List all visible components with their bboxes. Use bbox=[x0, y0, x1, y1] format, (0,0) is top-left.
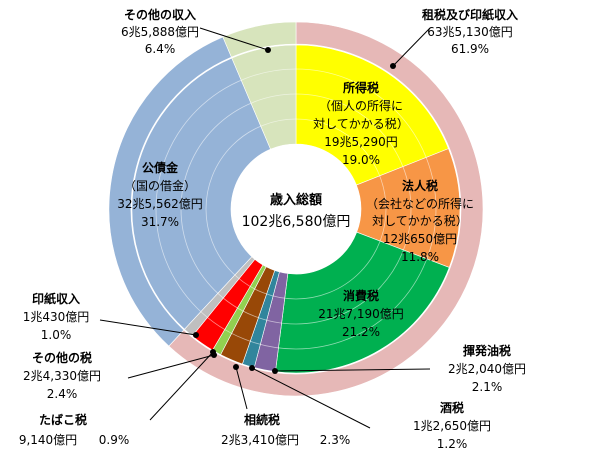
label-gasoline-tax-name: 揮発油税 bbox=[463, 343, 511, 358]
stamp-revenue-leader-dot bbox=[193, 332, 199, 338]
tax-revenue-leader-dot bbox=[390, 63, 396, 69]
grid-rings bbox=[155, 68, 437, 350]
tobacco-tax-leader bbox=[149, 351, 214, 421]
label-gasoline-tax-amount: 2兆2,040億円 bbox=[448, 362, 526, 376]
outer-label-tax-percent: 61.9% bbox=[451, 42, 489, 56]
label-stamp-revenue-percent: 1.0% bbox=[41, 328, 72, 342]
grid-ring-2 bbox=[205, 118, 387, 300]
outer-label-tax-amount: 63兆5,130億円 bbox=[427, 25, 513, 39]
outer-slice-2 bbox=[222, 21, 297, 58]
label-other-income-amount: 6兆5,888億円 bbox=[121, 25, 199, 39]
gasoline-tax-leader bbox=[274, 368, 431, 372]
inheritance-tax-leader bbox=[235, 366, 248, 410]
label-inheritance-tax-name: 相続税 bbox=[244, 412, 280, 427]
label-other-income-name: その他の収入 bbox=[124, 7, 196, 22]
liquor-tax-leader-dot bbox=[249, 365, 255, 371]
label-inheritance-tax-percent: 2.3% bbox=[320, 433, 351, 447]
label-income-tax-name: 所得税 bbox=[343, 80, 379, 95]
label-corporate-tax-amount: 12兆650億円 bbox=[383, 232, 457, 246]
stamp-revenue-leader bbox=[99, 319, 197, 336]
outer-label-tax-name: 租税及び印紙収入 bbox=[422, 7, 518, 22]
grid-ring-1 bbox=[180, 93, 412, 325]
tax-revenue-leader bbox=[392, 27, 431, 67]
gasoline-tax-leader-dot bbox=[272, 368, 278, 374]
label-consumption-tax-percent: 21.2% bbox=[342, 325, 380, 339]
label-consumption-tax-amount: 21兆7,190億円 bbox=[318, 307, 404, 321]
label-gasoline-tax-percent: 2.1% bbox=[472, 380, 503, 394]
other-tax-leader-dot bbox=[211, 352, 217, 358]
label-corporate-tax-percent: 11.8% bbox=[401, 250, 439, 264]
label-liquor-tax-percent: 1.2% bbox=[437, 437, 468, 451]
label-stamp-revenue-name: 印紙収入 bbox=[32, 291, 80, 306]
center-hole bbox=[231, 144, 361, 274]
grid-ring-0 bbox=[155, 68, 437, 350]
label-income-tax-sub2: 対してかかる税） bbox=[313, 117, 409, 131]
other-income-leader-dot bbox=[265, 47, 271, 53]
label-income-tax-percent: 19.0% bbox=[342, 153, 380, 167]
label-tobacco-tax-percent: 0.9% bbox=[99, 433, 130, 447]
label-other-income-percent: 6.4% bbox=[145, 42, 176, 56]
label-bonds-name: 公債金 bbox=[142, 160, 179, 175]
label-other-tax-percent: 2.4% bbox=[47, 387, 78, 401]
label-corporate-tax-sub2: 対してかかる税） bbox=[372, 214, 468, 228]
label-liquor-tax-amount: 1兆2,650億円 bbox=[413, 419, 491, 433]
label-corporate-tax-sub1: （会社などの所得に bbox=[366, 196, 474, 211]
label-bonds-amount: 32兆5,562億円 bbox=[117, 197, 203, 211]
label-other-tax-amount: 2兆4,330億円 bbox=[23, 369, 101, 383]
label-income-tax-amount: 19兆5,290円 bbox=[324, 135, 398, 149]
other-tax-leader bbox=[127, 354, 215, 379]
label-liquor-tax-name: 酒税 bbox=[440, 400, 464, 415]
label-tobacco-tax-amount: 9,140億円 bbox=[19, 433, 77, 447]
leader-lines bbox=[99, 27, 431, 429]
label-income-tax-sub1: （個人の所得に bbox=[319, 98, 403, 113]
label-other-tax-name: その他の税 bbox=[32, 350, 92, 365]
inheritance-tax-leader-dot bbox=[233, 364, 239, 370]
center-total: 102兆6,580億円 bbox=[242, 214, 351, 230]
label-inheritance-tax-amount: 2兆3,410億円 bbox=[221, 433, 299, 447]
label-consumption-tax-name: 消費税 bbox=[343, 288, 379, 303]
label-corporate-tax-name: 法人税 bbox=[402, 178, 438, 193]
label-bonds-sub: （国の借金） bbox=[124, 178, 196, 193]
other-income-leader bbox=[199, 27, 269, 51]
label-tobacco-tax-name: たばこ税 bbox=[39, 412, 87, 427]
label-stamp-revenue-amount: 1兆430億円 bbox=[23, 310, 90, 324]
inner-ring bbox=[131, 44, 461, 374]
label-bonds-percent: 31.7% bbox=[141, 215, 179, 229]
liquor-tax-leader bbox=[251, 367, 371, 429]
center-title: 歳入総額 bbox=[270, 192, 322, 208]
